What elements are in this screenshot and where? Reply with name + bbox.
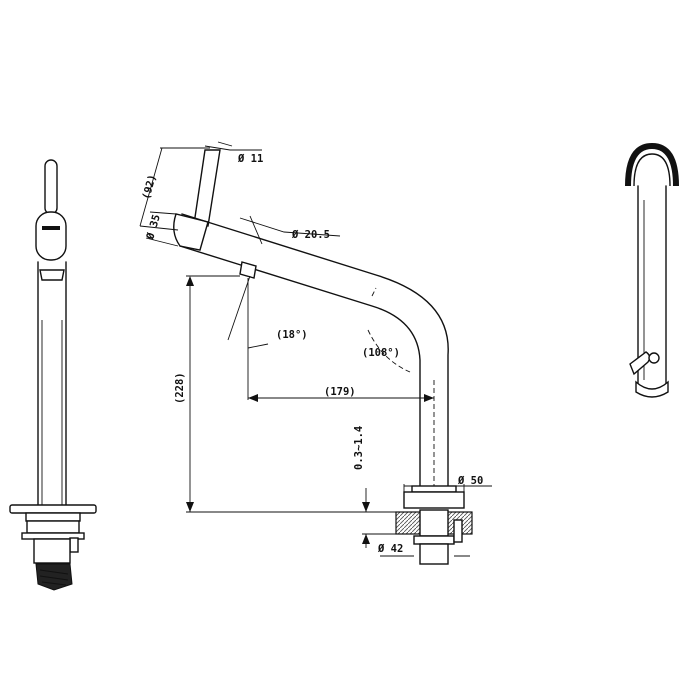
- spout-inner-edge: [179, 245, 421, 487]
- rear-pivot: [648, 352, 660, 364]
- dimension-labels: Ø 11 (92) Ø 35 Ø 20.5 (18°) (108°) (228)…: [140, 153, 483, 555]
- dim-lever-ext-bottom: [139, 225, 179, 231]
- label-bend-angle: (108°): [362, 347, 400, 359]
- dim-handle-leader: [204, 145, 262, 151]
- front-bolt: [69, 537, 79, 553]
- rear-arch-outer: [625, 142, 679, 187]
- rear-view: [625, 142, 679, 398]
- front-logo-plate: [42, 226, 60, 230]
- dim-reach-arrow-right: [424, 394, 434, 402]
- label-shank-diameter: Ø 42: [377, 543, 403, 555]
- side-shank-through-deck: [419, 509, 449, 537]
- side-aerator: [239, 261, 257, 279]
- dim-angle-arc: [247, 343, 269, 349]
- side-nut: [413, 535, 455, 545]
- dim-deck-arrow-bottom: [362, 534, 370, 544]
- dim-spout-leader: [239, 217, 341, 237]
- label-base-diameter: Ø 50: [457, 475, 483, 487]
- front-base-ring: [25, 512, 81, 522]
- label-lever-height: (92): [140, 173, 159, 201]
- dim-spout-tick: [249, 215, 263, 245]
- front-aerator: [39, 269, 65, 281]
- front-thread-lines: [39, 569, 69, 586]
- dimension-lines: [139, 141, 492, 557]
- dim-angle-ray: [227, 275, 251, 341]
- rear-arch-inner: [633, 153, 671, 187]
- front-body-shading: [41, 320, 63, 505]
- rear-foot: [635, 380, 669, 398]
- front-threaded-tail: [35, 563, 73, 591]
- dim-body-extensions: [145, 211, 179, 247]
- label-handle-diameter: Ø 11: [237, 153, 263, 165]
- front-washer: [26, 520, 80, 534]
- front-base-flange: [9, 504, 97, 514]
- dim-base-line: [403, 484, 492, 492]
- bend-angle-arc: [367, 287, 411, 373]
- dim-handle-extension: [217, 141, 233, 147]
- label-reach: (179): [324, 386, 356, 398]
- side-lever: [193, 149, 221, 227]
- side-bolt: [453, 519, 463, 543]
- dim-height-arrow-bottom: [186, 502, 194, 512]
- label-height: (228): [174, 372, 186, 404]
- side-base-collar: [411, 485, 457, 493]
- label-spout-angle: (18°): [276, 329, 308, 341]
- front-shank: [33, 538, 71, 564]
- front-view: [9, 159, 97, 591]
- dim-deck-arrow-top: [362, 502, 370, 512]
- dim-reach-arrow-left: [248, 394, 258, 402]
- side-base-flange: [403, 491, 465, 509]
- dim-height-arrow-top: [186, 276, 194, 286]
- dim-lever-line: [139, 147, 163, 227]
- label-body-diameter: Ø 35: [144, 213, 163, 242]
- side-view: [173, 149, 473, 565]
- front-body: [37, 261, 67, 506]
- label-deck-thickness: 0.3~1.4: [353, 426, 365, 470]
- side-cartridge-end: [173, 213, 209, 251]
- label-spout-diameter: Ø 20.5: [291, 229, 330, 241]
- spout-outer-edge: [181, 213, 449, 487]
- front-lever: [44, 159, 58, 215]
- front-cartridge-body: [35, 211, 67, 261]
- side-tail: [419, 543, 449, 565]
- rear-lever-nub: [629, 351, 651, 376]
